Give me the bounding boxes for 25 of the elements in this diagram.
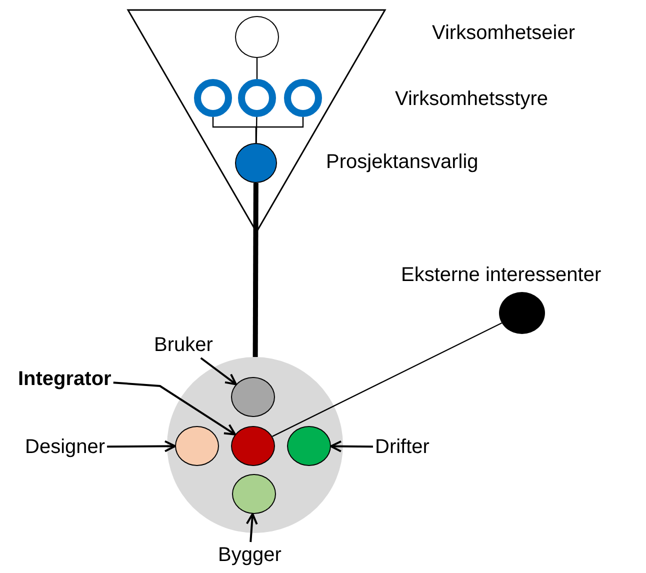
user-circle: [231, 377, 275, 417]
role-label: Bygger: [218, 544, 282, 566]
role-label: Virksomhetseier: [432, 22, 576, 44]
arrow: [330, 440, 374, 452]
connector-line: [256, 116, 258, 143]
connector-line: [255, 117, 304, 143]
connector-line: [252, 183, 258, 358]
role-label: Designer: [25, 436, 106, 458]
role-label: Drifter: [375, 436, 430, 458]
connector-line: [256, 58, 258, 79]
integrator-circle: [231, 426, 275, 466]
role-label: Integrator: [18, 368, 112, 390]
builder-circle: [232, 474, 276, 514]
arrow: [107, 440, 176, 452]
operator-circle: [287, 426, 331, 466]
arrow: [200, 357, 237, 386]
designer-circle: [175, 426, 219, 466]
role-label: Prosjektansvarlig: [326, 151, 478, 173]
stakeholder-circle: [499, 292, 545, 334]
role-label: Virksomhetsstyre: [395, 88, 548, 110]
arrow: [246, 512, 258, 542]
role-label: Bruker: [154, 334, 213, 356]
connector-line: [272, 322, 502, 437]
arrow: [113, 382, 236, 436]
role-label: Eksterne interessenter: [401, 264, 602, 286]
